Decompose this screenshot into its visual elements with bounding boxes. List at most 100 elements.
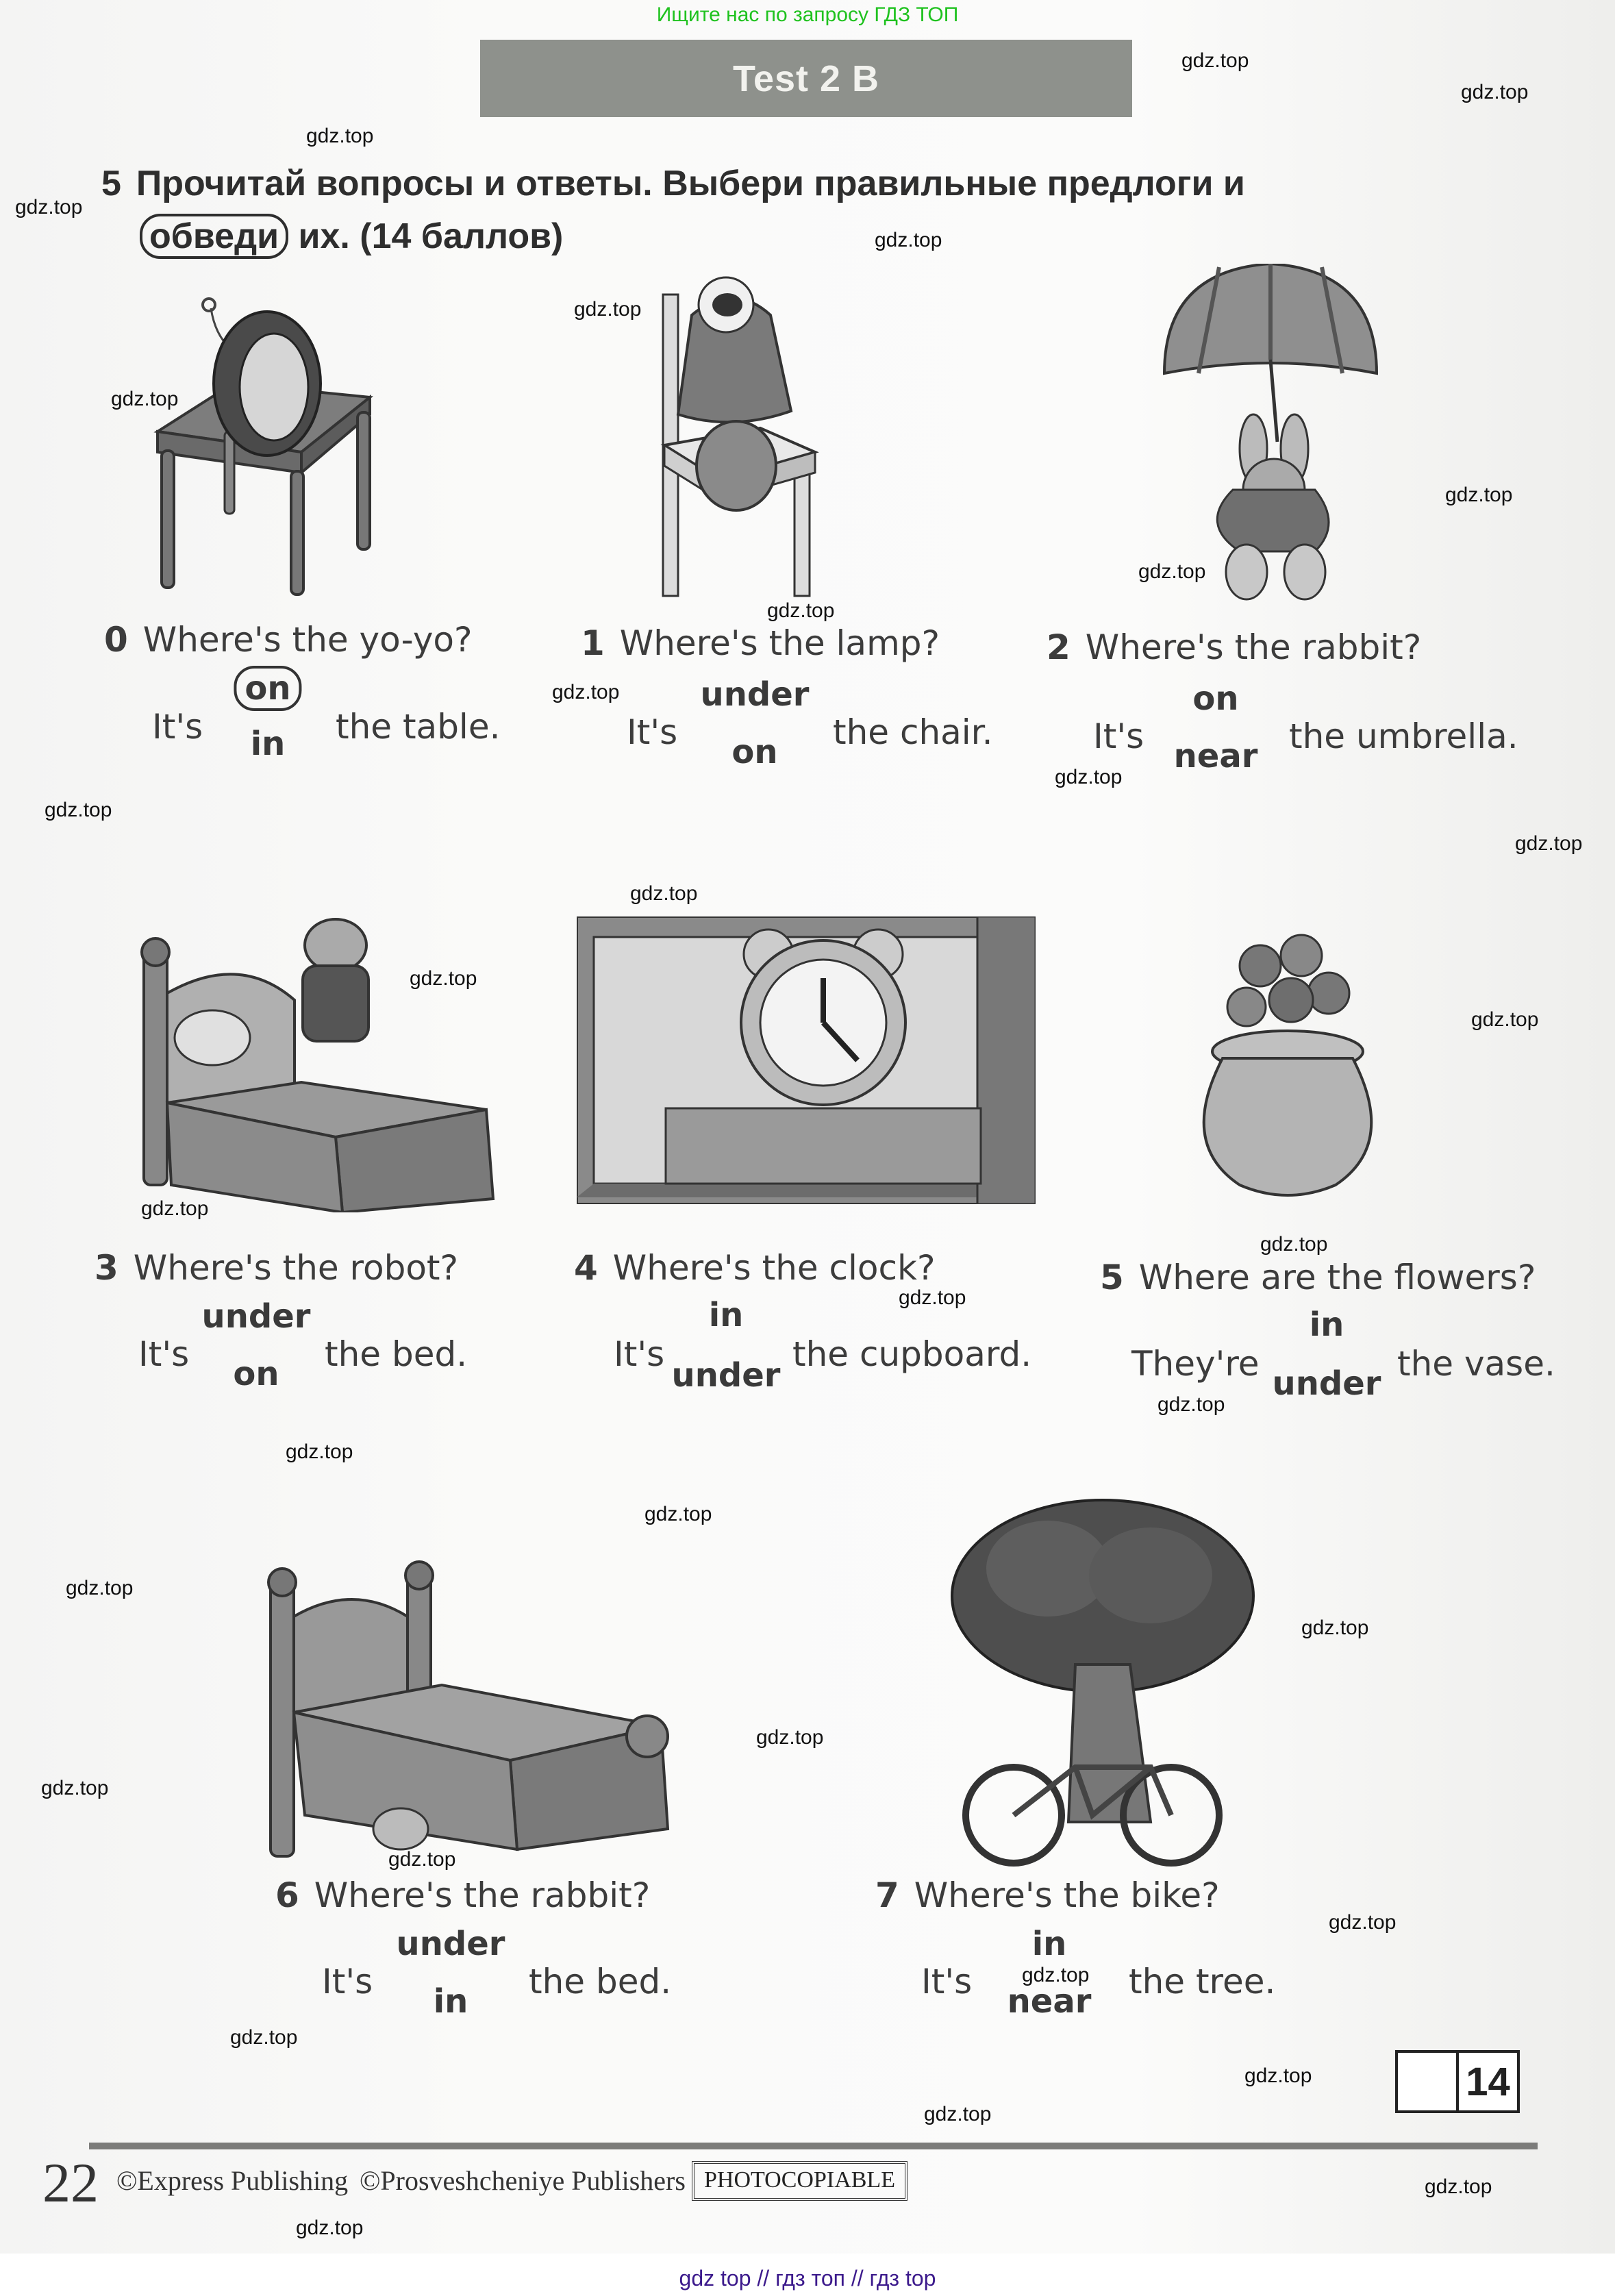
question-text: Where's the clock? (612, 1248, 936, 1288)
watermark: gdz.top (924, 2103, 992, 2125)
option-on-selected[interactable]: on (234, 666, 302, 711)
watermark: gdz.top (15, 196, 83, 219)
rabbit-under-bed-picture (264, 1555, 681, 1870)
lamp-on-chair-picture (651, 274, 897, 599)
score-box: 14 (1395, 2050, 1520, 2113)
answer-prefix: It's (921, 1962, 973, 2001)
option-under[interactable]: under (201, 1297, 311, 1336)
answer-prefix: It's (627, 712, 678, 752)
question-number: 1 (581, 623, 605, 663)
copyright-prosveshcheniye: ©Prosveshcheniye Publishers (360, 2165, 686, 2196)
watermark: gdz.top (1515, 832, 1583, 855)
question-number: 7 (875, 1875, 899, 1915)
option-under[interactable]: under (700, 675, 810, 714)
score-earned-field[interactable] (1398, 2053, 1459, 2110)
answer-suffix: the chair. (833, 712, 993, 752)
question-5: 5 Where are the flowers? (1100, 1258, 1536, 1297)
question-number: 6 (275, 1875, 299, 1915)
question-text: Where's the robot? (133, 1248, 459, 1288)
watermark: gdz.top (1301, 1617, 1369, 1639)
watermark: gdz.top (1471, 1008, 1539, 1031)
watermark: gdz.top (1461, 81, 1529, 103)
clock-in-cupboard-picture (577, 916, 1036, 1204)
watermark: gdz.top (756, 1726, 824, 1749)
question-number: 4 (574, 1248, 598, 1288)
watermark: gdz.top (66, 1577, 134, 1599)
option-on[interactable]: on (1192, 679, 1239, 718)
watermark: gdz.top (45, 799, 112, 821)
watermark: gdz.top (296, 2217, 364, 2239)
watermark: gdz.top (899, 1286, 966, 1309)
answer-suffix: the tree. (1129, 1962, 1276, 2001)
option-under[interactable]: under (396, 1925, 505, 1963)
question-4: 4 Where's the clock? (574, 1248, 936, 1288)
answer-suffix: the bed. (529, 1962, 672, 2001)
question-7: 7 Where's the bike? (875, 1875, 1220, 1915)
answer-suffix: the umbrella. (1289, 716, 1518, 756)
watermark: gdz.top (767, 599, 835, 622)
watermark: gdz.top (306, 125, 374, 147)
answer-prefix: They're (1131, 1344, 1260, 1384)
answer-suffix: the bed. (325, 1334, 468, 1374)
question-number: 3 (95, 1248, 118, 1288)
bottom-site-link[interactable]: gdz top // гдз топ // гдз top (0, 2260, 1615, 2296)
watermark: gdz.top (1260, 1233, 1328, 1256)
watermark: gdz.top (1181, 49, 1249, 72)
copyright-express: ©Express Publishing (116, 2165, 349, 2196)
question-text: Where's the yo-yo? (142, 620, 473, 660)
option-near[interactable]: near (1173, 737, 1258, 775)
option-under[interactable]: under (671, 1356, 781, 1395)
option-in[interactable]: in (708, 1296, 744, 1334)
option-in[interactable]: in (250, 725, 286, 763)
option-under[interactable]: under (1272, 1364, 1381, 1403)
flowers-in-vase-picture (1192, 925, 1390, 1206)
watermark: gdz.top (1157, 1393, 1225, 1416)
search-promo-link[interactable]: Ищите нас по запросу ГДЗ ТОП (656, 3, 959, 26)
question-text: Where's the rabbit? (314, 1875, 651, 1915)
question-text: Where's the rabbit? (1085, 627, 1422, 667)
answer-prefix: It's (614, 1334, 665, 1374)
watermark: gdz.top (286, 1440, 353, 1463)
option-on[interactable]: on (233, 1355, 279, 1393)
answer-prefix: It's (138, 1334, 190, 1374)
watermark: gdz.top (1445, 484, 1513, 506)
watermark: gdz.top (1022, 1964, 1090, 1986)
question-text: Where are the flowers? (1138, 1258, 1536, 1297)
option-in[interactable]: in (1309, 1306, 1344, 1344)
test-title-bar: Test 2 B (480, 40, 1132, 117)
question-6: 6 Where's the rabbit? (275, 1875, 650, 1915)
watermark: gdz.top (1329, 1911, 1397, 1934)
watermark: gdz.top (574, 298, 642, 321)
test-title: Test 2 B (732, 58, 880, 99)
exercise-heading-line2: обведи их. (14 баллов) (140, 214, 563, 259)
option-on[interactable]: on (731, 733, 778, 771)
option-in[interactable]: in (433, 1982, 468, 2021)
watermark: gdz.top (1138, 560, 1206, 583)
question-1: 1 Where's the lamp? (581, 623, 940, 663)
option-near[interactable]: near (1007, 1982, 1092, 2021)
question-number: 5 (1100, 1258, 1124, 1297)
page-number: 22 (42, 2151, 99, 2214)
exercise-number: 5 (101, 164, 121, 203)
watermark: gdz.top (388, 1848, 456, 1871)
circled-word: обведи (140, 214, 289, 259)
answer-prefix: It's (152, 707, 203, 747)
watermark: gdz.top (1244, 2064, 1312, 2087)
exercise-points: их. (14 баллов) (298, 216, 564, 256)
question-text: Where's the lamp? (619, 623, 940, 663)
rabbit-under-umbrella-picture (1157, 264, 1384, 606)
question-text: Where's the bike? (914, 1875, 1220, 1915)
yo-yo-on-table-picture (144, 295, 500, 596)
answer-suffix: the cupboard. (792, 1334, 1032, 1374)
watermark: gdz.top (1055, 766, 1123, 788)
footer-divider (89, 2143, 1538, 2149)
score-max: 14 (1466, 2059, 1510, 2104)
option-in[interactable]: in (1031, 1925, 1067, 1963)
answer-prefix: It's (1093, 716, 1144, 756)
watermark: gdz.top (875, 229, 942, 251)
watermark: gdz.top (644, 1503, 712, 1525)
question-3: 3 Where's the robot? (95, 1248, 458, 1288)
